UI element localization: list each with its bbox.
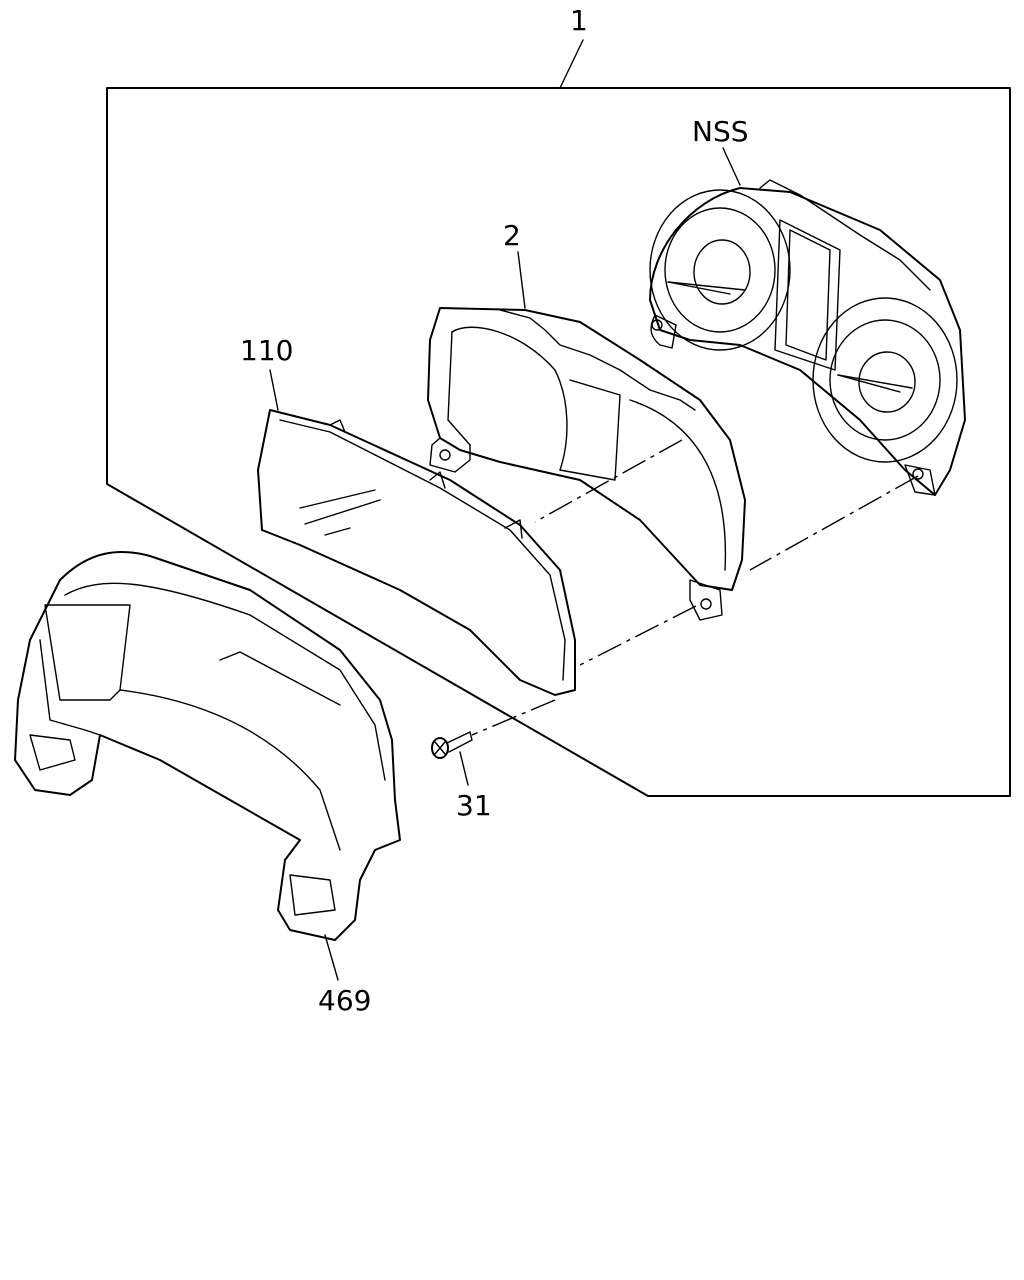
meter-case <box>427 307 746 621</box>
assembly-outline <box>106 39 1011 797</box>
leader-lines <box>269 147 741 981</box>
callout-case: 2 <box>503 219 521 252</box>
callout-screw: 31 <box>456 789 492 822</box>
callout-bezel: 469 <box>318 984 371 1017</box>
meter-face-nss <box>649 179 966 496</box>
callout-lens: 110 <box>240 334 293 367</box>
callout-nss: NSS <box>692 115 749 148</box>
callout-assembly: 1 <box>570 4 588 37</box>
meter-bezel <box>14 551 401 941</box>
screw <box>431 731 473 759</box>
meter-lens <box>257 409 576 696</box>
alignment-lines <box>471 439 919 736</box>
